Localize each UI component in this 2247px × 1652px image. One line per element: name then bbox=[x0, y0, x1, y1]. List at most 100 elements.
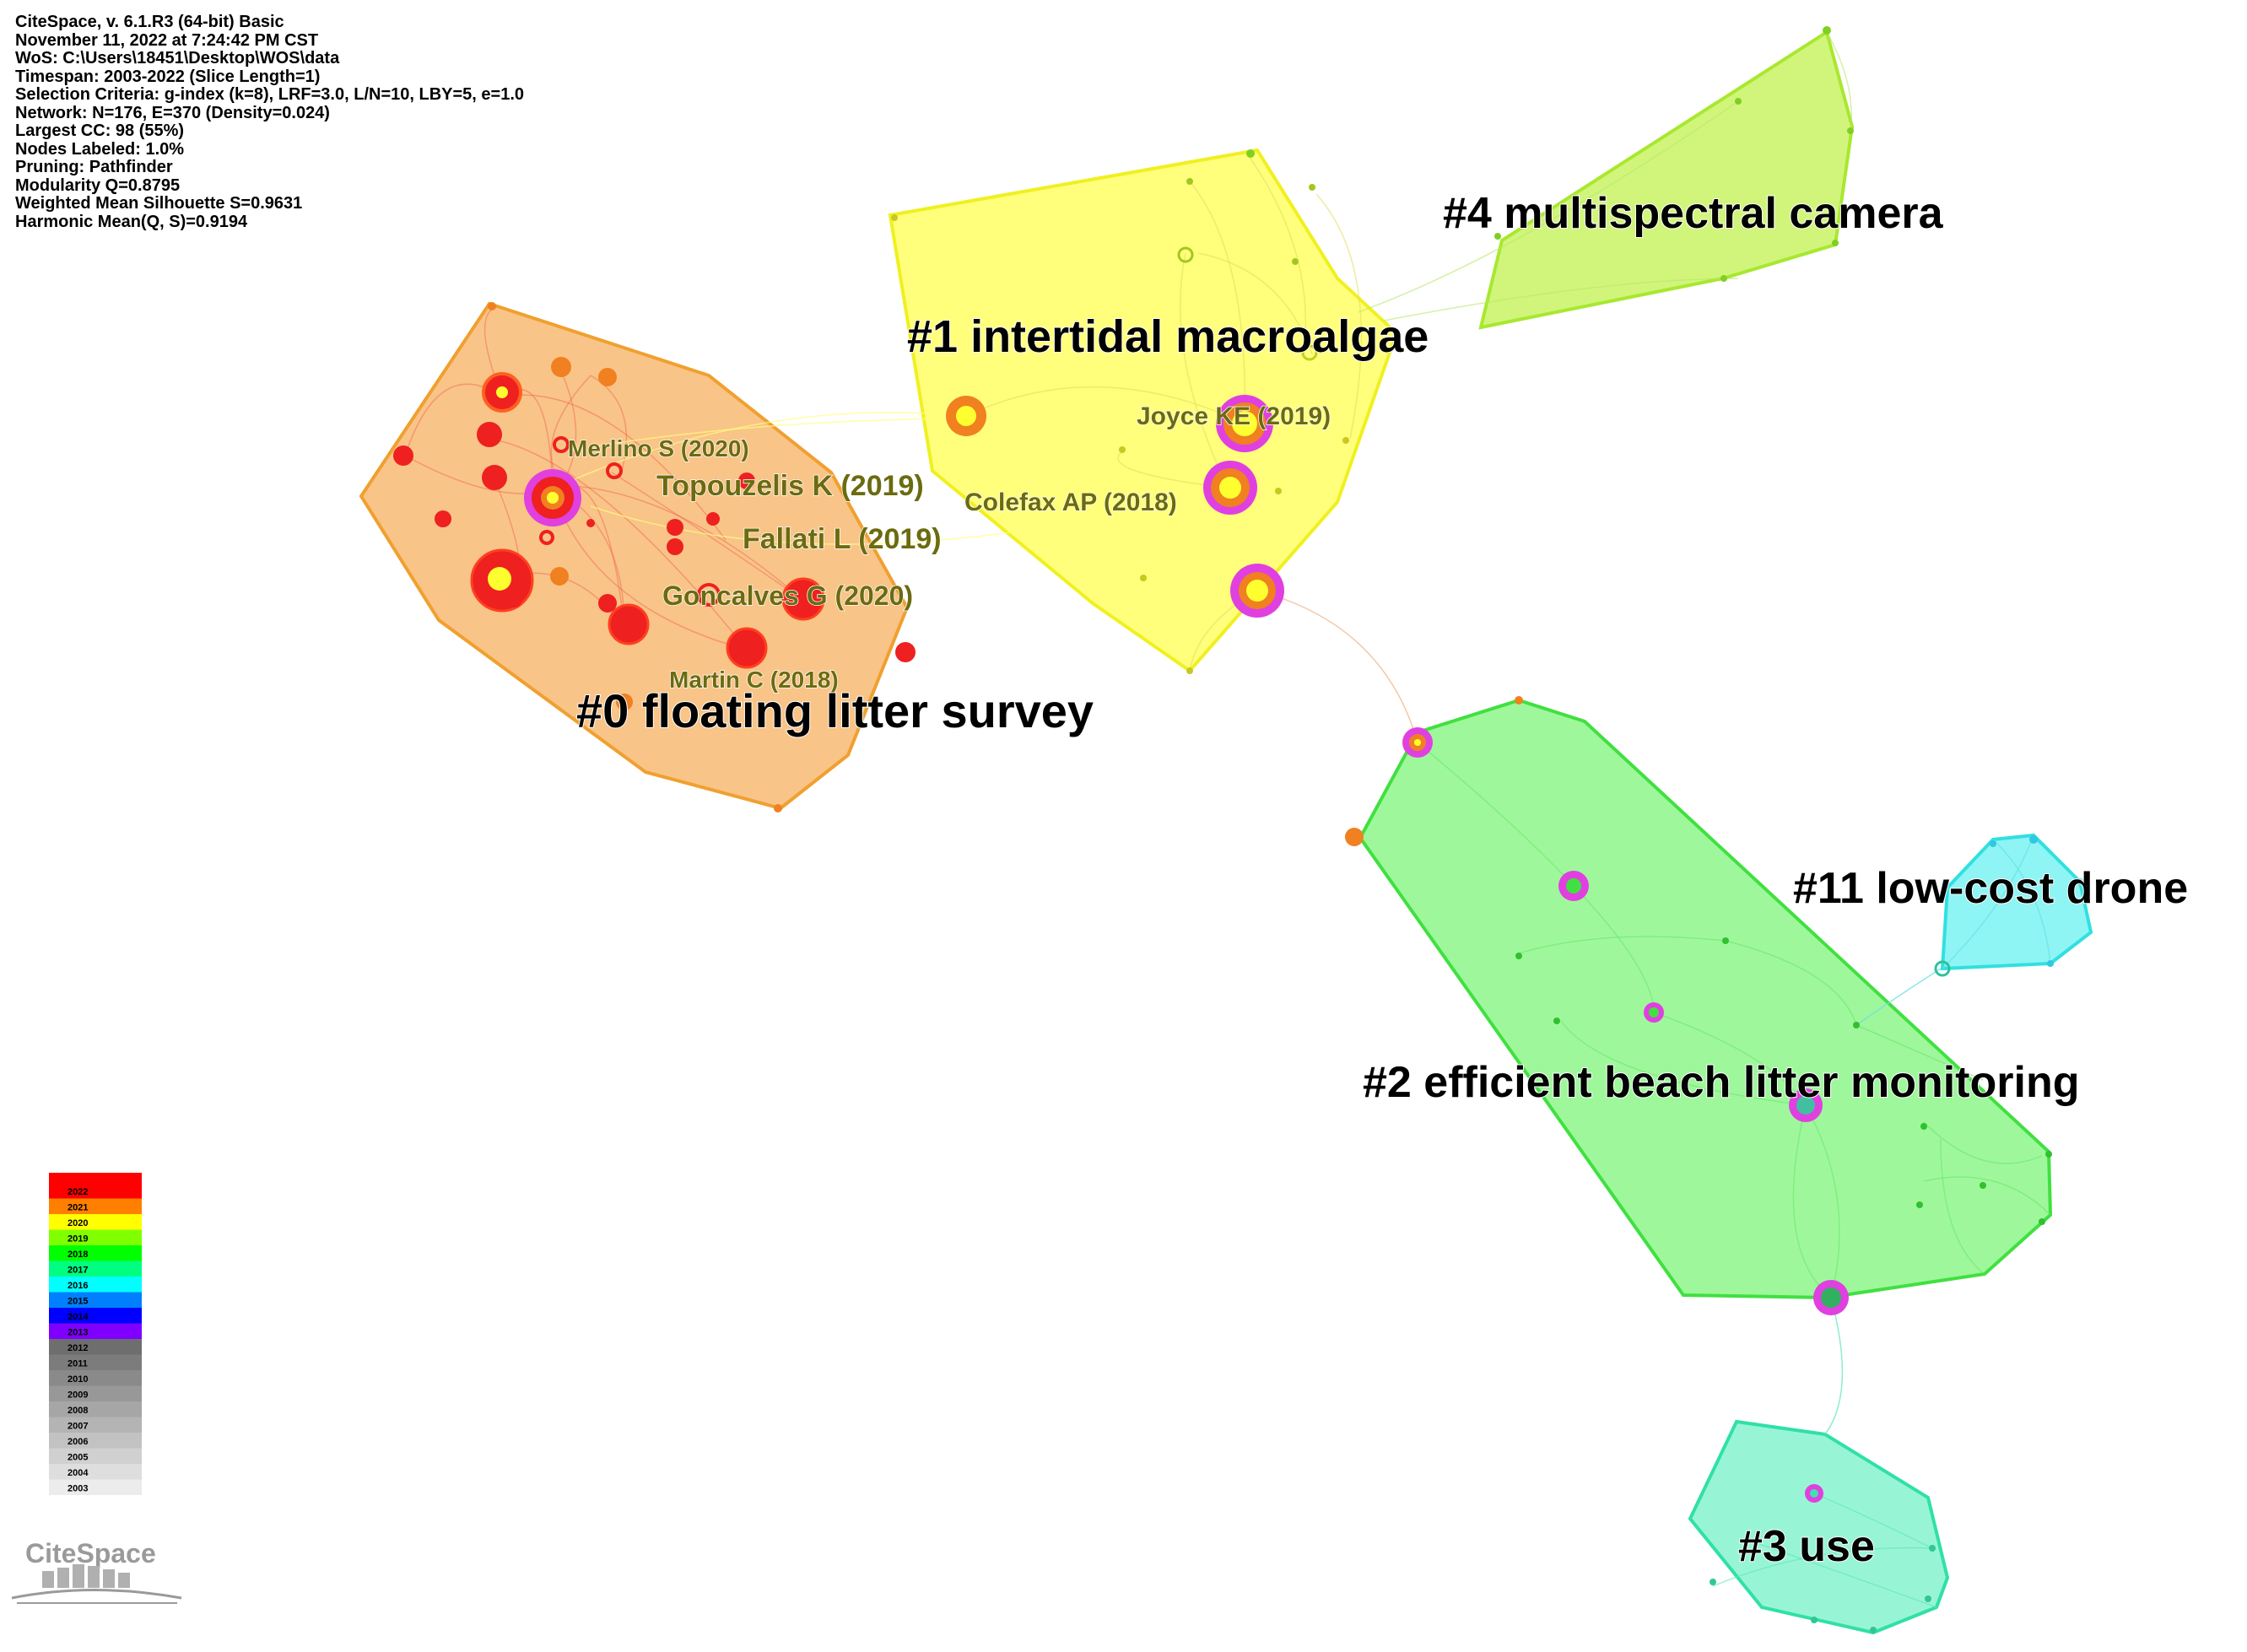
node[interactable] bbox=[956, 406, 976, 426]
node[interactable] bbox=[1515, 696, 1523, 705]
node[interactable] bbox=[1990, 840, 1996, 847]
cluster-4-hull[interactable] bbox=[1478, 29, 1855, 330]
cluster-label-11[interactable]: #11 low-cost drone bbox=[1792, 863, 2189, 914]
node[interactable] bbox=[781, 577, 825, 621]
node[interactable] bbox=[1810, 1489, 1818, 1498]
node[interactable] bbox=[1345, 828, 1364, 846]
node[interactable] bbox=[547, 492, 559, 504]
node[interactable] bbox=[616, 694, 633, 710]
node[interactable] bbox=[1823, 26, 1831, 35]
node[interactable] bbox=[2077, 878, 2083, 885]
cluster-label-4[interactable]: #4 multispectral camera bbox=[1442, 188, 1945, 239]
node[interactable] bbox=[774, 804, 782, 813]
node[interactable] bbox=[2039, 1218, 2045, 1225]
node[interactable] bbox=[697, 583, 721, 607]
node[interactable] bbox=[435, 510, 451, 527]
node[interactable] bbox=[496, 386, 508, 398]
node[interactable] bbox=[1301, 344, 1318, 361]
node[interactable] bbox=[1309, 184, 1315, 191]
logo-text: CiteSpace bbox=[25, 1538, 156, 1568]
legend-year-2017: 2017 bbox=[68, 1266, 88, 1276]
node[interactable] bbox=[1515, 953, 1522, 959]
node[interactable] bbox=[1414, 739, 1421, 746]
cluster-label-2[interactable]: #2 efficient beach litter monitoring bbox=[1362, 1057, 2080, 1108]
node[interactable] bbox=[1916, 1201, 1923, 1208]
node[interactable] bbox=[1553, 1018, 1560, 1024]
node[interactable] bbox=[726, 627, 768, 669]
node[interactable] bbox=[1246, 580, 1268, 602]
cluster-2-hull[interactable] bbox=[1358, 698, 2053, 1300]
node[interactable] bbox=[1980, 1182, 1986, 1189]
node[interactable] bbox=[393, 445, 413, 466]
node[interactable] bbox=[551, 357, 571, 377]
node[interactable] bbox=[1140, 575, 1147, 581]
node[interactable] bbox=[1177, 246, 1194, 263]
node[interactable] bbox=[1925, 1595, 1931, 1602]
node[interactable] bbox=[1796, 1096, 1815, 1115]
legend-year-2022: 2022 bbox=[68, 1187, 88, 1197]
node[interactable] bbox=[1292, 258, 1299, 265]
node[interactable] bbox=[1811, 1617, 1818, 1623]
node[interactable] bbox=[1494, 233, 1501, 240]
node[interactable] bbox=[1735, 98, 1742, 105]
node[interactable] bbox=[2029, 835, 2038, 844]
cluster-label-3[interactable]: #3 use bbox=[1737, 1521, 1876, 1572]
node[interactable] bbox=[1722, 937, 1729, 944]
node[interactable] bbox=[1920, 1123, 1927, 1130]
node[interactable] bbox=[706, 512, 720, 526]
node[interactable] bbox=[1821, 1288, 1841, 1308]
node[interactable] bbox=[2045, 1151, 2052, 1158]
node[interactable] bbox=[1275, 488, 1282, 494]
node[interactable] bbox=[1342, 437, 1349, 444]
node[interactable] bbox=[586, 519, 595, 527]
legend-year-2018: 2018 bbox=[68, 1250, 88, 1260]
node[interactable] bbox=[598, 368, 617, 386]
cluster-1-hull[interactable] bbox=[888, 148, 1399, 673]
node[interactable] bbox=[1232, 411, 1257, 436]
node[interactable] bbox=[488, 302, 496, 310]
node[interactable] bbox=[1566, 878, 1581, 893]
node[interactable] bbox=[550, 567, 569, 586]
node[interactable] bbox=[477, 422, 502, 447]
legend-year-2012: 2012 bbox=[68, 1343, 88, 1353]
node[interactable] bbox=[598, 594, 617, 613]
cluster-label-0[interactable]: #0 floating litter survey bbox=[575, 683, 1094, 738]
node[interactable] bbox=[1847, 127, 1854, 134]
legend-year-2004: 2004 bbox=[68, 1468, 89, 1478]
node[interactable] bbox=[667, 519, 683, 536]
node[interactable] bbox=[539, 530, 554, 545]
legend-swatch-top bbox=[49, 1173, 142, 1183]
node[interactable] bbox=[1119, 446, 1126, 453]
node[interactable] bbox=[2047, 960, 2054, 967]
node[interactable] bbox=[1246, 149, 1255, 158]
node[interactable] bbox=[1649, 1007, 1659, 1018]
cluster-11-hull[interactable] bbox=[1940, 833, 2093, 971]
node[interactable] bbox=[1219, 477, 1241, 499]
legend-year-2020: 2020 bbox=[68, 1218, 88, 1228]
node[interactable] bbox=[1186, 178, 1193, 185]
node[interactable] bbox=[488, 567, 511, 591]
node[interactable] bbox=[1832, 240, 1839, 246]
legend-swatch-2005 bbox=[49, 1448, 142, 1464]
legend-year-2003: 2003 bbox=[68, 1484, 88, 1494]
node[interactable] bbox=[1853, 1022, 1860, 1028]
cluster-label-1[interactable]: #1 intertidal macroalgae bbox=[906, 310, 1429, 363]
node[interactable] bbox=[1870, 1627, 1877, 1633]
node[interactable] bbox=[508, 594, 521, 607]
node[interactable] bbox=[1929, 1545, 1936, 1552]
node[interactable] bbox=[1710, 1579, 1716, 1585]
node[interactable] bbox=[1934, 960, 1951, 977]
node[interactable] bbox=[738, 472, 755, 489]
node[interactable] bbox=[667, 538, 683, 555]
node[interactable] bbox=[1720, 275, 1727, 282]
node[interactable] bbox=[482, 465, 507, 490]
node[interactable] bbox=[891, 214, 898, 221]
node[interactable] bbox=[553, 436, 570, 453]
node[interactable] bbox=[608, 603, 650, 645]
legend-year-2014: 2014 bbox=[68, 1312, 89, 1322]
node[interactable] bbox=[606, 462, 623, 479]
legend-swatch-2008 bbox=[49, 1401, 142, 1417]
node[interactable] bbox=[895, 642, 916, 662]
node[interactable] bbox=[1186, 667, 1193, 674]
